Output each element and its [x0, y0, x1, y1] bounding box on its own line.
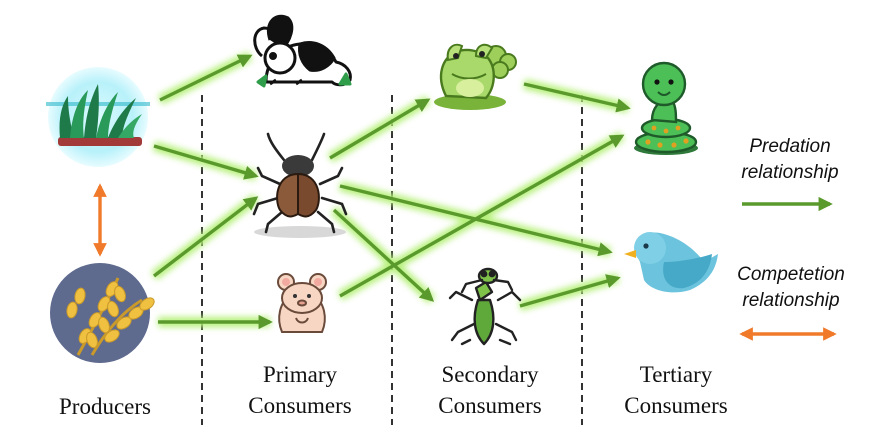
bird-icon	[624, 232, 718, 293]
label-producers: Producers	[40, 391, 170, 422]
competition-label-line-1: Competetion	[737, 264, 845, 285]
predation-label-line-2: relationship	[741, 162, 839, 183]
arrow-mantis-to-bird	[519, 274, 621, 308]
beetle-icon	[252, 132, 348, 238]
arrow-rice-to-beetle	[152, 196, 259, 278]
secondary-label-line-2: Consumers	[438, 393, 542, 418]
rabbit-icon	[253, 14, 352, 88]
mantis-icon	[448, 267, 522, 346]
arrow-grass-to-beetle	[153, 144, 259, 180]
predation-arrows	[152, 54, 631, 330]
label-tertiary-consumers: Tertiary Consumers	[596, 359, 756, 421]
frog-icon	[434, 43, 517, 110]
competition-label-line-2: relationship	[742, 290, 840, 311]
arrow-mouse-to-snake	[339, 134, 625, 298]
tertiary-label-line-2: Consumers	[624, 393, 728, 418]
legend-predation-label: Predation relationship	[720, 134, 860, 186]
level-dividers	[201, 95, 583, 425]
label-secondary-consumers: Secondary Consumers	[410, 359, 570, 421]
primary-label-line-1: Primary	[262, 362, 338, 387]
legend-competition-label: Competetion relationship	[716, 262, 866, 314]
snake-icon	[634, 61, 698, 155]
secondary-label-line-1: Secondary	[441, 362, 539, 387]
arrow-frog-to-snake	[523, 82, 631, 113]
tertiary-label-line-1: Tertiary	[639, 362, 713, 387]
mouse-icon	[277, 273, 327, 333]
primary-label-line-2: Consumers	[248, 393, 352, 418]
arrow-beetle-to-frog	[329, 98, 431, 160]
predation-label-line-1: Predation	[749, 136, 831, 157]
producers-label-text: Producers	[59, 394, 151, 419]
grass-icon	[46, 67, 150, 167]
rice-icon	[50, 263, 155, 363]
label-primary-consumers: Primary Consumers	[220, 359, 380, 421]
arrow-grass-to-rabbit	[159, 54, 253, 102]
predation-arrows-glow	[150, 51, 630, 327]
arrow-beetle-to-mantis	[332, 208, 435, 302]
